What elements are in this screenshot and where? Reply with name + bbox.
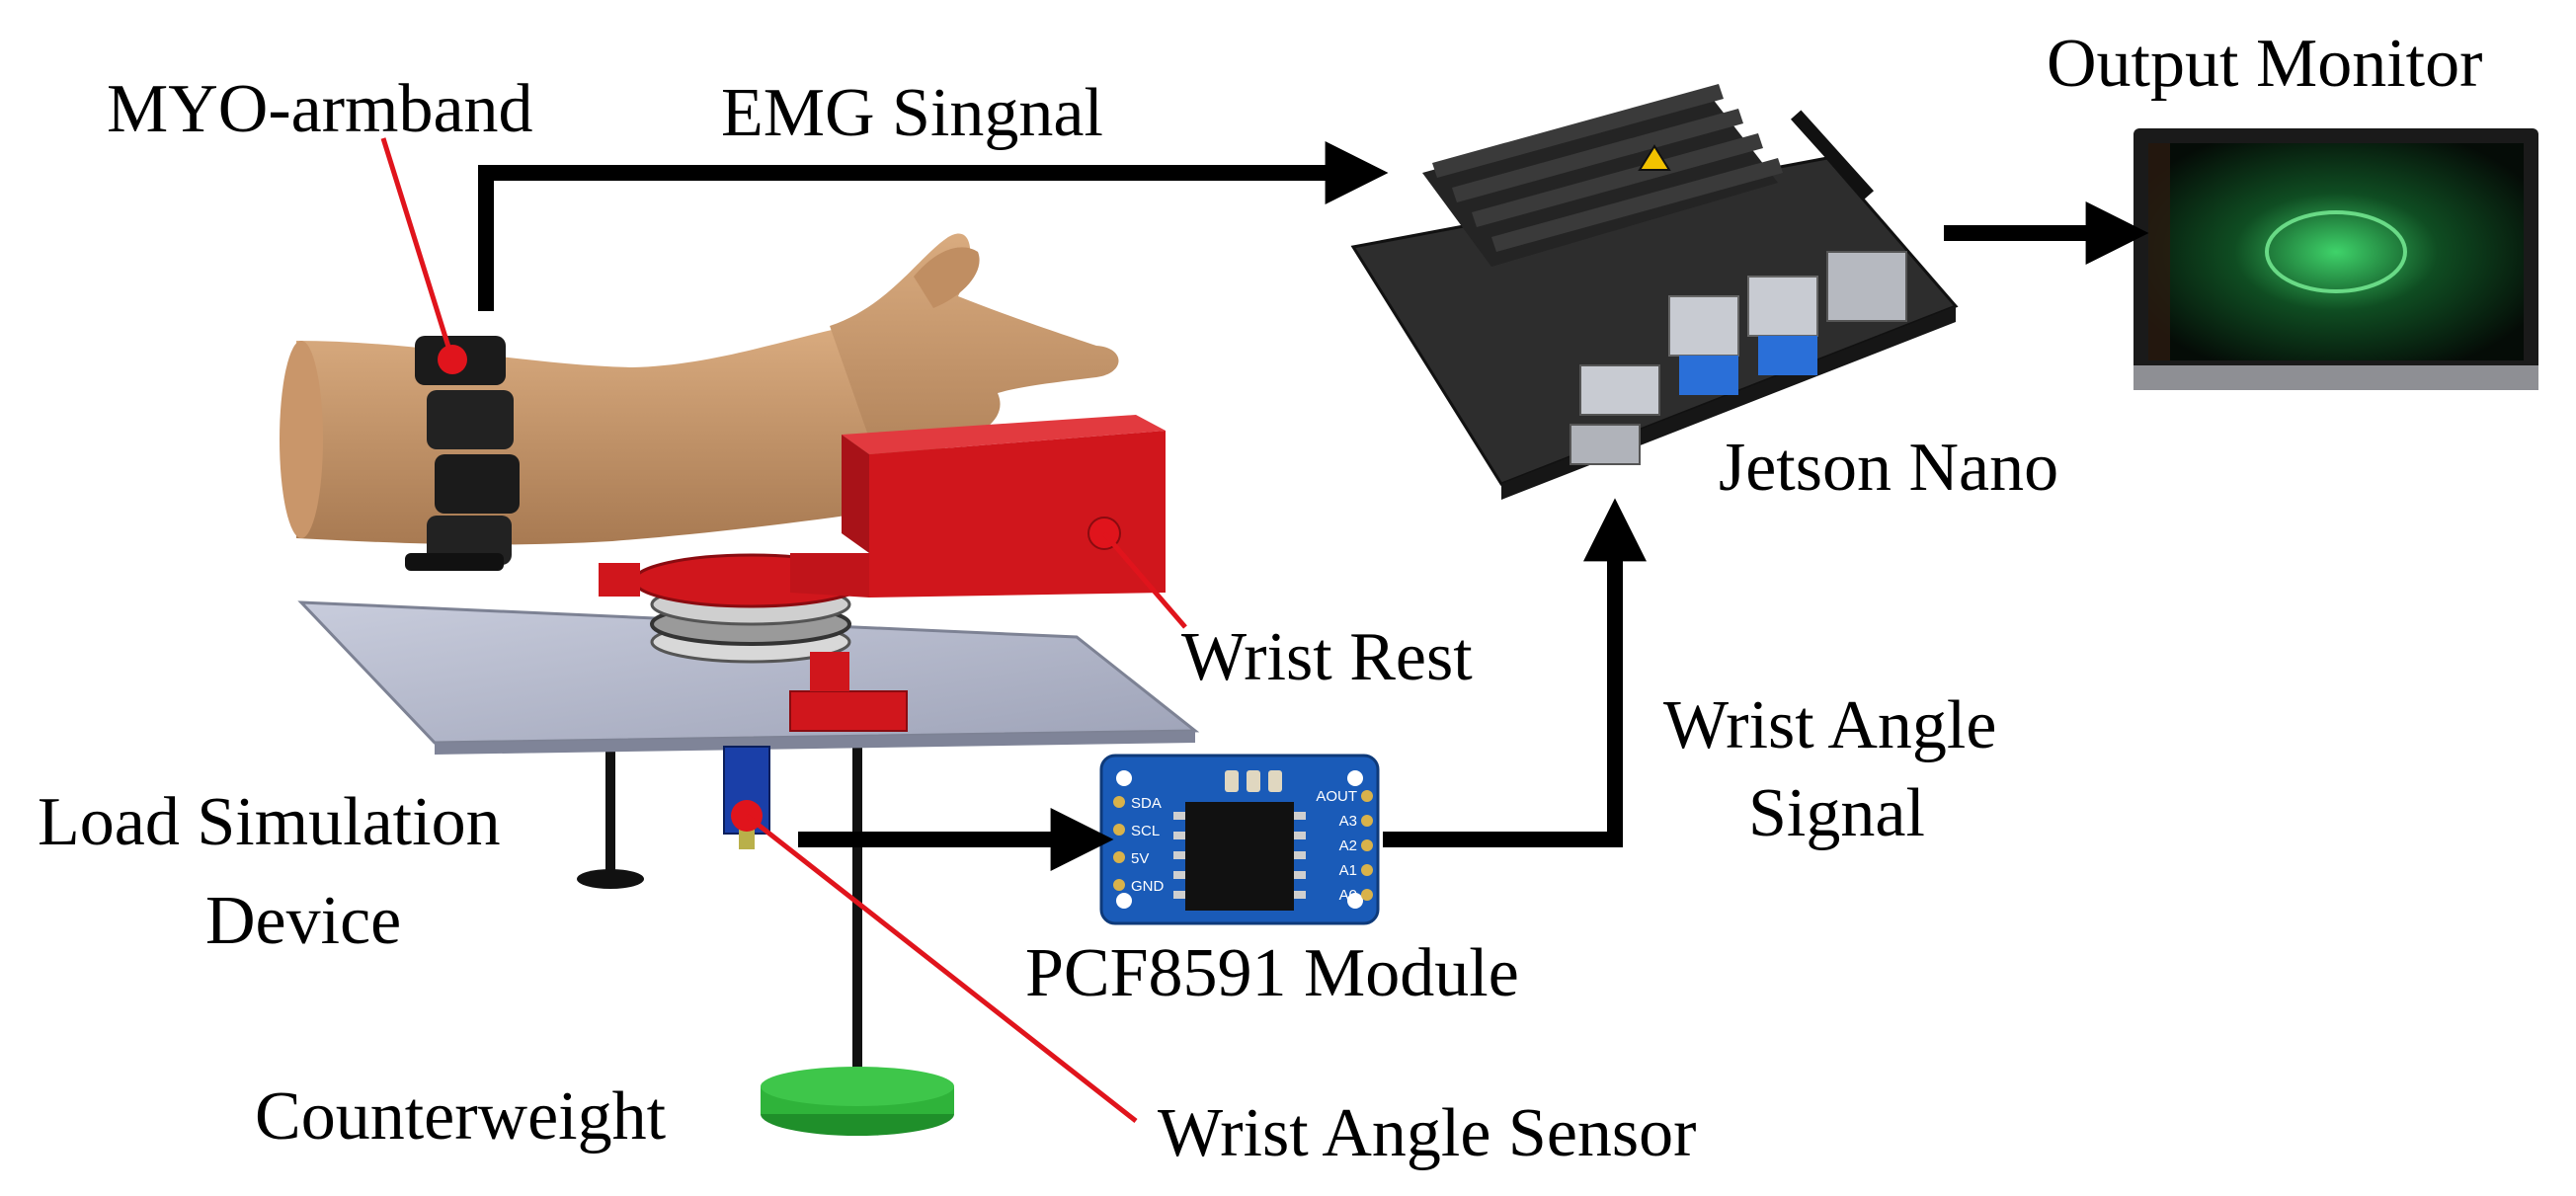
pcf8591-module: SDA SCL 5V GND AOUT A3 A2 A1 A0 [1099,754,1380,925]
output-monitor [2133,128,2538,390]
forearm-end [280,341,323,538]
display-port [1570,424,1641,465]
wrist-angle-signal-label-line2: Signal [1748,775,1925,851]
sensor-holder-top [810,652,849,691]
wrist-rest-callout-line [1102,531,1187,629]
ethernet-port [1826,251,1907,322]
monitor-screen [2148,143,2524,360]
ic-legs [1173,812,1306,899]
warning-label [1638,144,1671,171]
myo-callout-line [380,137,455,360]
myo-pod [435,454,520,514]
wrist-rest-side [869,431,1166,598]
pin-label-scl: SCL [1131,823,1160,839]
heatsink [1422,84,1783,267]
gpio-header [1790,110,1875,200]
pin-label-aout: AOUT [1316,788,1357,805]
pin-label-a0: A0 [1339,887,1357,904]
myo-armband-label: MYO-armband [107,71,533,147]
pin-label-gnd: GND [1131,878,1165,895]
wrist-angle-signal-arrow [1383,498,1647,847]
pin-label-a3: A3 [1339,813,1357,830]
hdmi-port [1579,364,1660,416]
mount-hole [1116,770,1132,786]
mount-hole [1116,893,1132,909]
left-header-pins [1113,796,1125,891]
pin-label-a2: A2 [1339,837,1357,854]
sensor-shaft [739,830,755,849]
load-simulation-device [297,553,1200,1136]
load-simulation-device-label-line1: Load Simulation [38,784,501,860]
wrist-angle-sensor-label: Wrist Angle Sensor [1158,1095,1696,1171]
left-clamp [599,563,640,597]
pin-label-a1: A1 [1339,862,1357,879]
thumb [914,247,980,308]
counterweight-label: Counterweight [255,1078,667,1155]
taskbar-strip [2148,143,2170,360]
jetson-nano-board [1350,84,1959,500]
smd-components [1225,770,1282,792]
emg-signal-label: EMG Singnal [721,75,1103,151]
counterweight-top [761,1067,954,1106]
jetson-nano-label: Jetson Nano [1719,430,2058,506]
wrist-angle-sensor-callout-line [745,814,1138,1123]
left-leg-foot [577,869,644,889]
load-simulation-device-label-line2: Device [205,883,401,959]
base-plate-edge [435,731,1195,755]
myo-pod [427,516,512,565]
emg-signal-arrow [478,141,1389,311]
screen-logo [2265,210,2407,293]
pin-label-5v: 5V [1131,850,1149,867]
ic-chip [1185,802,1294,911]
right-header-pins [1361,790,1373,901]
usb-ports [1668,276,1818,395]
pcf8591-module-label: PCF8591 Module [1025,935,1519,1011]
pin-label-sda: SDA [1131,795,1162,812]
sensor-holder [789,690,908,732]
monitor-chin [2133,365,2538,390]
wrist-rest-label: Wrist Rest [1181,619,1473,695]
mount-hole [1347,893,1363,909]
myo-armband [405,336,520,571]
wrist-rest [790,415,1166,598]
wrist-rest-base [790,553,869,598]
forearm [296,326,894,545]
wrist-angle-signal-label-line1: Wrist Angle [1663,687,1996,763]
wrist-rest-front [842,435,869,553]
myo-pod [427,390,514,449]
myo-band [405,553,504,571]
wrist-rest-top [842,415,1166,454]
output-monitor-label: Output Monitor [2047,26,2482,102]
mount-hole [1347,770,1363,786]
